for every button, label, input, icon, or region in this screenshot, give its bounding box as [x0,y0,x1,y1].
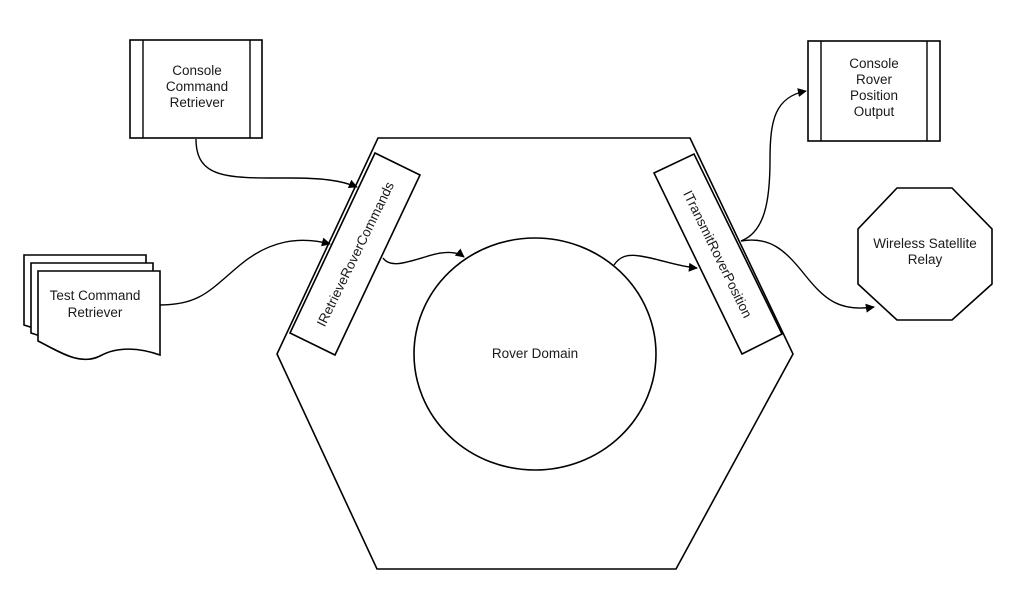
edge-transmit-port-to-console-output[interactable] [740,88,807,242]
edge-domain-to-transmit-port[interactable] [613,254,698,272]
console-rover-position-output-line-3: Position [850,88,898,103]
edge-test-retriever-to-retrieve-port[interactable] [159,237,331,306]
rover-domain-label: Rover Domain [492,346,578,361]
wireless-satellite-relay[interactable]: Wireless Satellite Relay [857,187,993,321]
console-command-retriever[interactable]: Console Command Retriever [129,39,263,139]
wireless-satellite-relay-octagon [857,187,993,321]
console-rover-position-output-line-1: Console [849,56,899,71]
console-rover-position-output-line-4: Output [854,104,895,119]
wireless-satellite-relay-line-1: Wireless Satellite [873,236,977,251]
rover-domain-circle [413,237,657,471]
console-rover-position-output-box [807,40,941,142]
console-command-retriever-line-3: Retriever [170,95,225,110]
test-command-retriever-line-2: Retriever [68,305,123,320]
console-rover-position-output[interactable]: Console Rover Position Output [807,40,941,142]
test-command-retriever-line-1: Test Command [50,288,141,303]
console-command-retriever-box [129,39,263,139]
edge-transmit-port-to-satellite-relay[interactable] [740,239,875,313]
transmit-port-rect [652,152,784,356]
edge-retrieve-port-to-domain[interactable] [382,248,465,265]
rover-domain[interactable]: Rover Domain [413,237,657,471]
retrieve-port-rect [288,151,422,357]
test-command-retriever[interactable]: Test Command Retriever [23,254,161,361]
wireless-satellite-relay-line-2: Relay [908,252,943,267]
console-rover-position-output-line-2: Rover [856,72,893,87]
edge-console-retriever-to-retrieve-port[interactable] [195,138,358,189]
document-page-front [37,270,161,361]
console-command-retriever-line-2: Command [166,79,228,94]
console-command-retriever-line-1: Console [172,63,222,78]
